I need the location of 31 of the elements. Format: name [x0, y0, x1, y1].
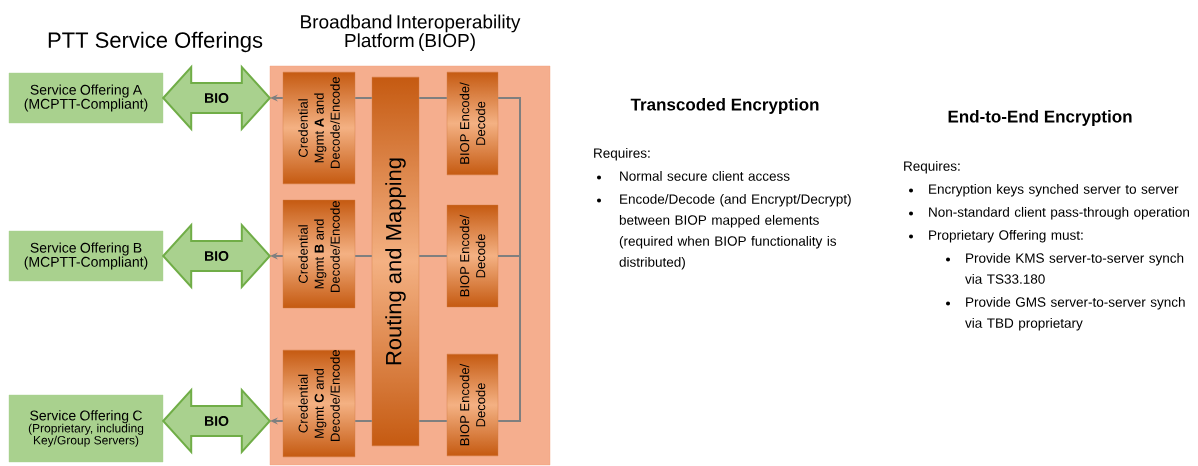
service-box: Service Offering C (Proprietary, including Key/Group Servers) — [8, 394, 164, 463]
bullet-item: Normal secure client access — [597, 170, 790, 181]
service-box: Service Offering B (MCPTT-Compliant) — [8, 230, 164, 282]
list-intro: Requires: — [594, 147, 650, 161]
encode-decode-box: BIOP Encode/ Decode — [446, 204, 499, 308]
routing-bar: Routing and Mapping — [371, 76, 420, 447]
connector-line — [418, 97, 448, 99]
list-intro: Requires: — [904, 160, 960, 174]
bullet-item: Encryption keys synched server to server — [909, 183, 1179, 197]
section-title: PTT Service Offerings — [48, 31, 263, 53]
edge-label: BIO — [203, 250, 230, 262]
edge-label: BIO — [203, 92, 230, 104]
bullet-item: Non-standard client pass-through operation — [909, 206, 1189, 220]
sub-bullet-item: Provide GMS server-to-server synch via TBD proprietary — [946, 296, 1185, 331]
connector-line — [418, 255, 448, 257]
section-heading: Transcoded Encryption — [630, 98, 819, 114]
bullet-item: Encode/Decode (and Encrypt/Decrypt) between BIOP mapped elements (required when BIOP functionality is distributed) — [597, 193, 851, 270]
sub-bullet-item: Provide KMS server-to-server synch via TS33.180 — [946, 252, 1184, 284]
connector-line — [418, 420, 448, 422]
connector-line — [497, 97, 521, 257]
service-box: Service Offering A (MCPTT-Compliant) — [8, 72, 164, 124]
connector-line — [354, 255, 373, 257]
section-heading: End-to-End Encryption — [948, 110, 1132, 126]
encode-decode-box: BIOP Encode/ Decode — [446, 71, 499, 176]
connector-line — [354, 97, 373, 99]
connector-line — [354, 420, 373, 422]
node-label: Broadband Interoperability Platform (BIOP) — [301, 14, 521, 52]
edge-label: BIO — [203, 415, 230, 427]
connector-line — [497, 255, 521, 422]
bullet-item: Proprietary Offering must: — [909, 229, 1083, 243]
encode-decode-box: BIOP Encode/ Decode — [446, 353, 499, 457]
